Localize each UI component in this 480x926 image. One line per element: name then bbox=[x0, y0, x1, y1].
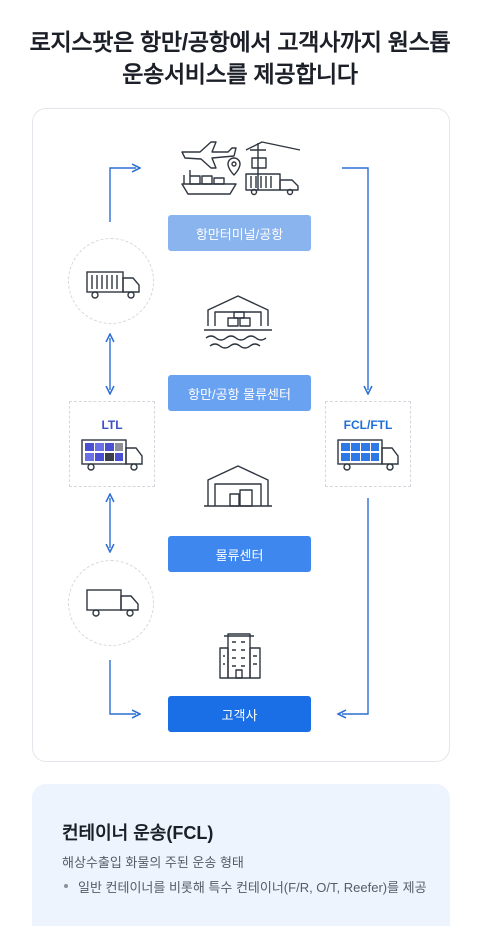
truck-icon-top bbox=[86, 271, 140, 299]
office-building-icon bbox=[219, 633, 261, 679]
arrow-left-top bbox=[109, 168, 136, 222]
headline-line-2: 운송서비스를 제공합니다 bbox=[122, 61, 358, 87]
harbor-warehouse-icon bbox=[204, 295, 272, 349]
truck-icon-bottom bbox=[86, 589, 139, 617]
ltl-label: LTL bbox=[101, 418, 123, 432]
fcl-info-card bbox=[32, 784, 450, 926]
stage-port-airport-logistics-center: 항만/공항 물류센터 bbox=[168, 375, 311, 411]
warehouse-icon bbox=[204, 465, 272, 507]
port-airport-icon bbox=[181, 141, 301, 196]
stage-customer: 고객사 bbox=[168, 696, 311, 732]
ltl-truck-icon bbox=[81, 439, 143, 471]
fcl-ftl-label: FCL/FTL bbox=[343, 418, 393, 432]
headline-line-1: 로지스팟은 항만/공항에서 고객사까지 원스톱 bbox=[29, 29, 451, 55]
fcl-ftl-truck-icon bbox=[337, 439, 399, 471]
arrow-left-bottom bbox=[109, 660, 136, 714]
info-bullet-text: 일반 컨테이너를 비롯해 특수 컨테이너(F/R, O/T, Reefer)를 … bbox=[78, 880, 427, 895]
stage-port-airport-terminal: 항만터미널/공항 bbox=[168, 215, 311, 251]
info-title: 컨테이너 운송(FCL) bbox=[62, 823, 214, 843]
arrow-right-bottom bbox=[342, 498, 369, 714]
arrow-right-top bbox=[342, 167, 368, 390]
page-headline: 로지스팟은 항만/공항에서 고객사까지 원스톱 운송서비스를 제공합니다 bbox=[0, 26, 480, 90]
info-subtitle: 해상수출입 화물의 주된 운송 형태 bbox=[62, 855, 244, 870]
stage-logistics-center: 물류센터 bbox=[168, 536, 311, 572]
truck-circle-top bbox=[68, 238, 154, 324]
bullet-dot bbox=[64, 884, 68, 888]
truck-circle-bottom bbox=[68, 560, 154, 646]
